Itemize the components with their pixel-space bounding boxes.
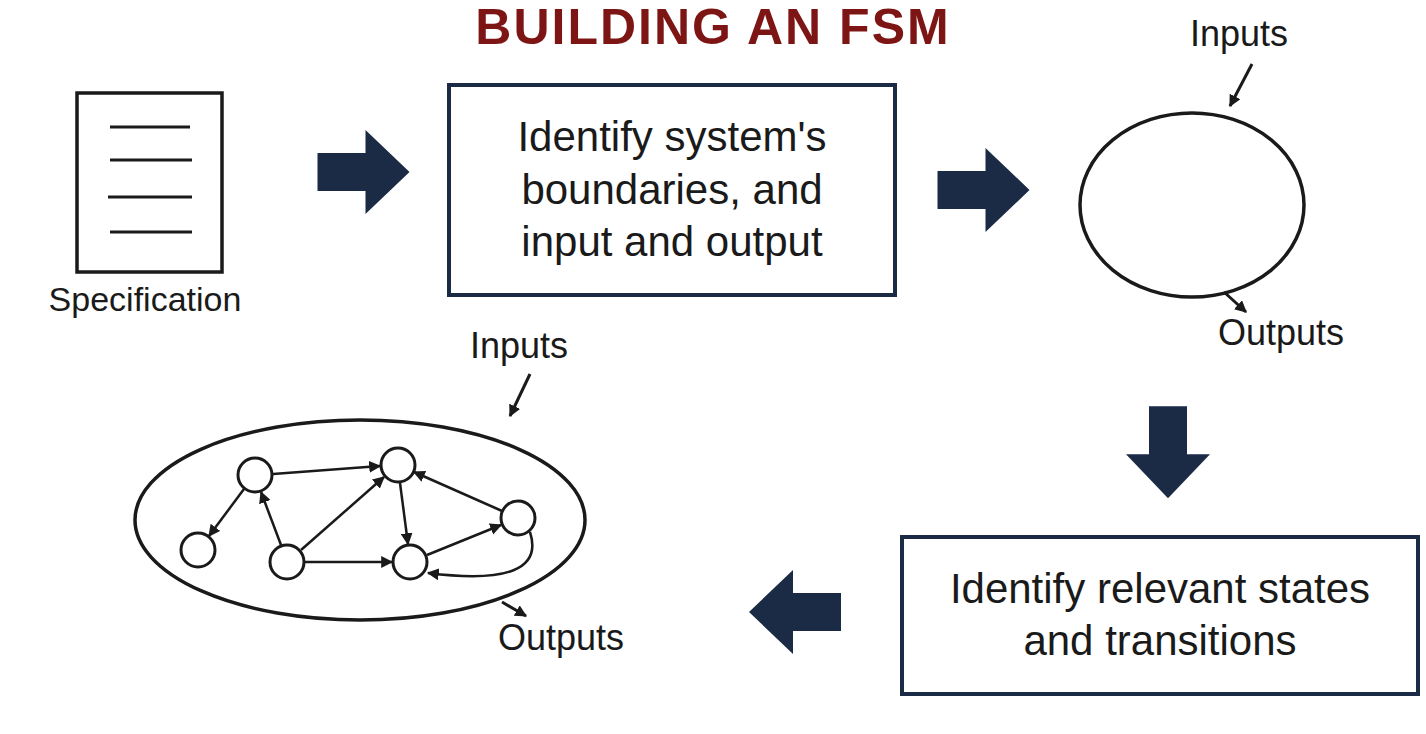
node-label: Outputs bbox=[1218, 312, 1344, 353]
transition-arrow bbox=[400, 483, 408, 544]
transition-arrow bbox=[273, 466, 380, 474]
flow-arrow bbox=[938, 148, 1030, 232]
node-label: Inputs bbox=[1190, 13, 1288, 54]
node-label: Specification bbox=[10, 280, 280, 319]
state-circle bbox=[393, 545, 427, 579]
box-text: Identify system's boundaries, and input … bbox=[475, 111, 869, 269]
flow-arrow bbox=[1126, 406, 1210, 498]
document-node: Specification bbox=[10, 88, 280, 333]
leader-arrow bbox=[1224, 292, 1246, 312]
transition-arrow bbox=[209, 489, 244, 536]
transition-arrow bbox=[301, 477, 384, 550]
leader-arrow bbox=[1230, 64, 1252, 106]
state-circle bbox=[381, 448, 415, 482]
fsm-ellipse bbox=[135, 420, 585, 620]
system-circle bbox=[1080, 113, 1304, 297]
box-text: Identify relevant states and transitions bbox=[928, 563, 1392, 668]
process-box: Identify system's boundaries, and input … bbox=[447, 83, 897, 297]
transition-arrow bbox=[414, 472, 502, 511]
fsm-node: InputsOutputs bbox=[130, 325, 690, 675]
state-circle bbox=[181, 533, 215, 567]
document-line bbox=[108, 196, 192, 199]
node-label: Outputs bbox=[498, 617, 624, 658]
state-circle bbox=[270, 545, 304, 579]
node-label: Inputs bbox=[470, 325, 568, 366]
system-circle-node: InputsOutputs bbox=[1070, 10, 1420, 370]
document-line bbox=[110, 231, 192, 234]
transition-arrow bbox=[428, 532, 532, 576]
flow-arrow bbox=[318, 130, 410, 214]
leader-arrow bbox=[502, 602, 526, 616]
state-circle bbox=[501, 501, 535, 535]
leader-arrow bbox=[510, 374, 530, 416]
flow-arrow bbox=[749, 570, 841, 654]
document-icon bbox=[77, 93, 222, 272]
transition-arrow bbox=[305, 561, 392, 564]
document-line bbox=[110, 159, 192, 162]
transition-arrow bbox=[261, 492, 281, 545]
state-circle bbox=[238, 458, 272, 492]
process-box: Identify relevant states and transitions bbox=[900, 535, 1420, 696]
document-line bbox=[110, 126, 190, 129]
transition-arrow bbox=[427, 525, 501, 555]
